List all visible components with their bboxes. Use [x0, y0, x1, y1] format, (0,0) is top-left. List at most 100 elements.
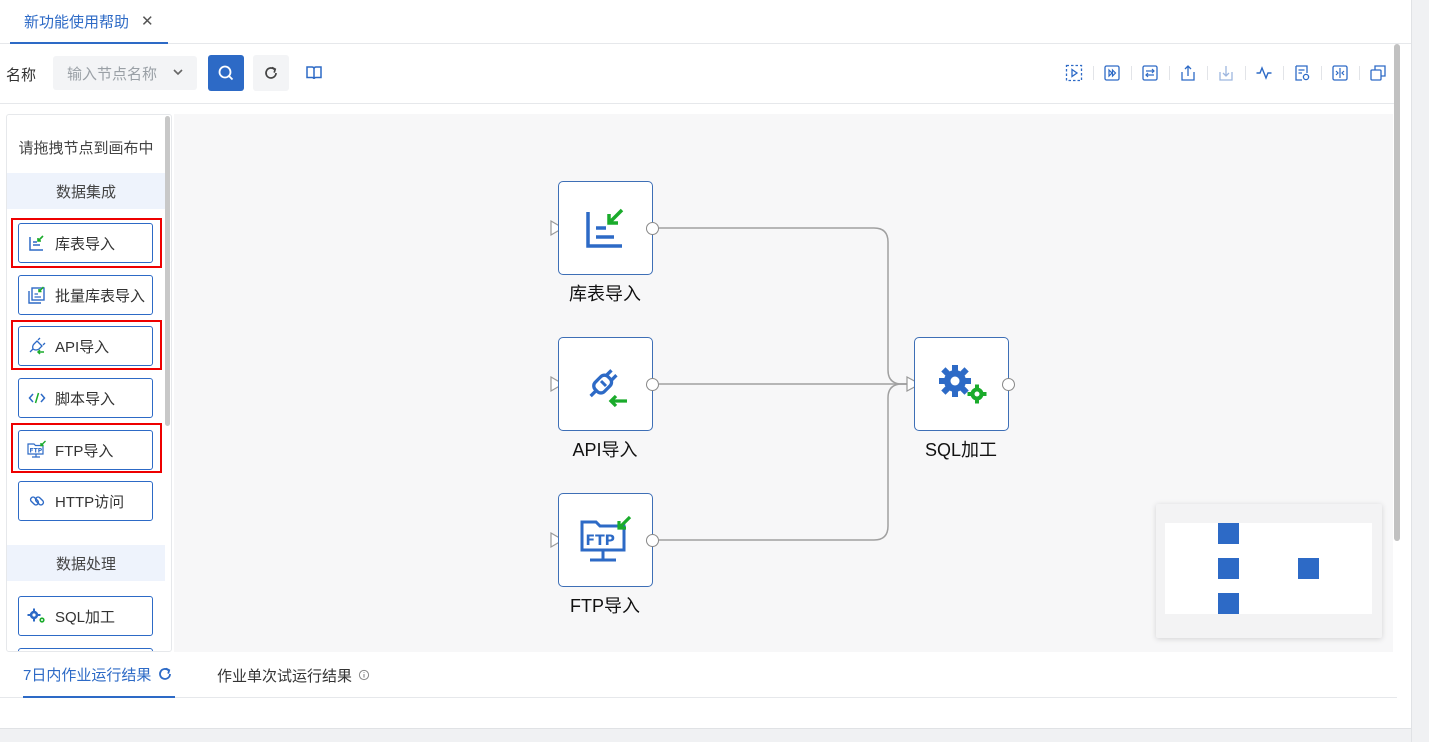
- tab-7day-results[interactable]: 7日内作业运行结果: [23, 652, 176, 698]
- run-selection-icon: [1065, 64, 1083, 82]
- result-content: [0, 698, 1411, 728]
- palette-item-http-access[interactable]: HTTP访问: [18, 481, 153, 521]
- minimap-node: [1298, 558, 1319, 579]
- node-label-ftp-import: FTP导入: [570, 596, 640, 616]
- node-sql-process[interactable]: [914, 337, 1009, 431]
- content-scrollbar-thumb[interactable]: [1394, 44, 1400, 541]
- palette-item-label: FTP导入: [55, 442, 114, 460]
- chevron-down-icon: [173, 69, 183, 76]
- node-api-import[interactable]: [558, 337, 653, 431]
- book-icon: [306, 66, 322, 80]
- palette-item-table-import[interactable]: 库表导入: [18, 223, 153, 263]
- document-settings-icon: [1295, 65, 1310, 81]
- align-button[interactable]: [1131, 60, 1169, 86]
- export-button[interactable]: [1169, 60, 1207, 86]
- close-icon[interactable]: ✕: [141, 13, 154, 30]
- palette-item-label: 批量库表导入: [55, 287, 146, 305]
- gears-icon: [27, 608, 45, 623]
- output-port-sql-process[interactable]: [1002, 378, 1015, 391]
- palette-item-batch-import[interactable]: 批量库表导入: [18, 275, 153, 315]
- code-icon: [28, 392, 46, 404]
- name-label: 名称: [6, 67, 37, 84]
- minimap-node: [1218, 593, 1239, 614]
- palette-item-label: 脚本导入: [55, 390, 116, 408]
- palette-item-script-import[interactable]: 脚本导入: [18, 378, 153, 418]
- palette-item-label: 库表导入: [55, 235, 116, 253]
- refresh-icon: [265, 66, 277, 79]
- group-data-integration: 数据集成: [7, 173, 165, 209]
- tab-single-run-results-label: 作业单次试运行结果: [217, 667, 353, 685]
- output-port-table-import[interactable]: [646, 222, 659, 235]
- tab-single-run-results[interactable]: 作业单次试运行结果: [217, 652, 370, 698]
- svg-text:FTP: FTP: [30, 448, 43, 455]
- batch-import-icon: [28, 286, 45, 304]
- minimap-node: [1218, 558, 1239, 579]
- link-icon: [29, 496, 45, 506]
- help-book-button[interactable]: [300, 60, 328, 86]
- info-icon: [358, 669, 370, 681]
- align-icon: [1142, 65, 1158, 81]
- upload-icon: [1181, 65, 1195, 81]
- split-button[interactable]: [1321, 60, 1359, 86]
- node-label-api-import: API导入: [572, 440, 638, 460]
- refresh-icon[interactable]: [157, 666, 173, 682]
- input-port-sql: [906, 375, 922, 393]
- tab-7day-results-label: 7日内作业运行结果: [23, 666, 152, 684]
- plug-import-icon: [29, 337, 46, 355]
- input-port-ftp-import: [550, 531, 565, 549]
- canvas-tool-group: [1055, 60, 1397, 86]
- settings-button[interactable]: [1283, 60, 1321, 86]
- footer-band: [0, 728, 1429, 742]
- group-data-processing: 数据处理: [7, 545, 165, 581]
- search-icon: [218, 65, 234, 81]
- input-port-api-import: [550, 375, 565, 393]
- svg-text:FTP: FTP: [585, 533, 614, 549]
- input-port-table-import: [550, 219, 565, 237]
- result-tabs: 7日内作业运行结果 作业单次试运行结果: [0, 652, 1397, 698]
- ftp-icon: FTP: [27, 440, 46, 458]
- table-import-icon: [29, 235, 44, 251]
- search-button[interactable]: [208, 55, 244, 91]
- fast-forward-icon: [1104, 65, 1120, 81]
- palette-item-api-import[interactable]: API导入: [18, 326, 153, 366]
- output-port-api-import[interactable]: [646, 378, 659, 391]
- output-port-ftp-import[interactable]: [646, 534, 659, 547]
- node-table-import[interactable]: [558, 181, 653, 275]
- palette-item-next[interactable]: [18, 648, 153, 651]
- palette-item-label: HTTP访问: [55, 493, 125, 511]
- minimap[interactable]: [1156, 504, 1382, 638]
- node-ftp-import[interactable]: FTP: [558, 493, 653, 587]
- auto-layout-button[interactable]: [1245, 60, 1283, 86]
- palette-scrollbar[interactable]: [165, 116, 170, 426]
- palette-hint: 请拖拽节点到画布中: [18, 140, 154, 157]
- palette-item-label: SQL加工: [55, 608, 116, 626]
- edge-table-import-to-sql: [659, 227, 908, 385]
- palette-item-ftp-import[interactable]: FTP FTP导入: [18, 430, 153, 470]
- minimap-viewport[interactable]: [1165, 523, 1372, 614]
- node-label-table-import: 库表导入: [569, 284, 641, 304]
- tab-title: 新功能使用帮助: [24, 13, 130, 31]
- download-icon: [1219, 66, 1233, 81]
- import-button[interactable]: [1207, 60, 1245, 86]
- run-selection-button[interactable]: [1055, 60, 1093, 86]
- ftp-icon: FTP: [580, 515, 631, 562]
- minimap-node: [1218, 523, 1239, 544]
- plug-import-icon: [588, 369, 627, 408]
- node-label-sql-process: SQL加工: [924, 440, 998, 460]
- node-name-placeholder: 输入节点名称: [67, 65, 158, 83]
- node-palette: 请拖拽节点到画布中 数据集成 库表导入 批量库表导入 API导入 脚本导入 FT…: [6, 114, 172, 652]
- page-scrollbar-track[interactable]: [1411, 0, 1429, 742]
- gears-icon: [938, 365, 986, 404]
- toolbar: 名称 输入节点名称: [0, 44, 1397, 104]
- edge-layer: [550, 219, 922, 549]
- tab-bar: 新功能使用帮助 ✕: [0, 0, 1411, 44]
- palette-item-sql-process[interactable]: SQL加工: [18, 596, 153, 636]
- node-name-select[interactable]: 输入节点名称: [53, 56, 197, 90]
- split-icon: [1332, 65, 1348, 81]
- copy-button[interactable]: [1359, 60, 1397, 86]
- run-all-button[interactable]: [1093, 60, 1131, 86]
- refresh-button[interactable]: [253, 55, 289, 91]
- edge-ftp-import-to-sql: [659, 383, 908, 541]
- tab-new-feature-help[interactable]: 新功能使用帮助 ✕: [10, 0, 168, 44]
